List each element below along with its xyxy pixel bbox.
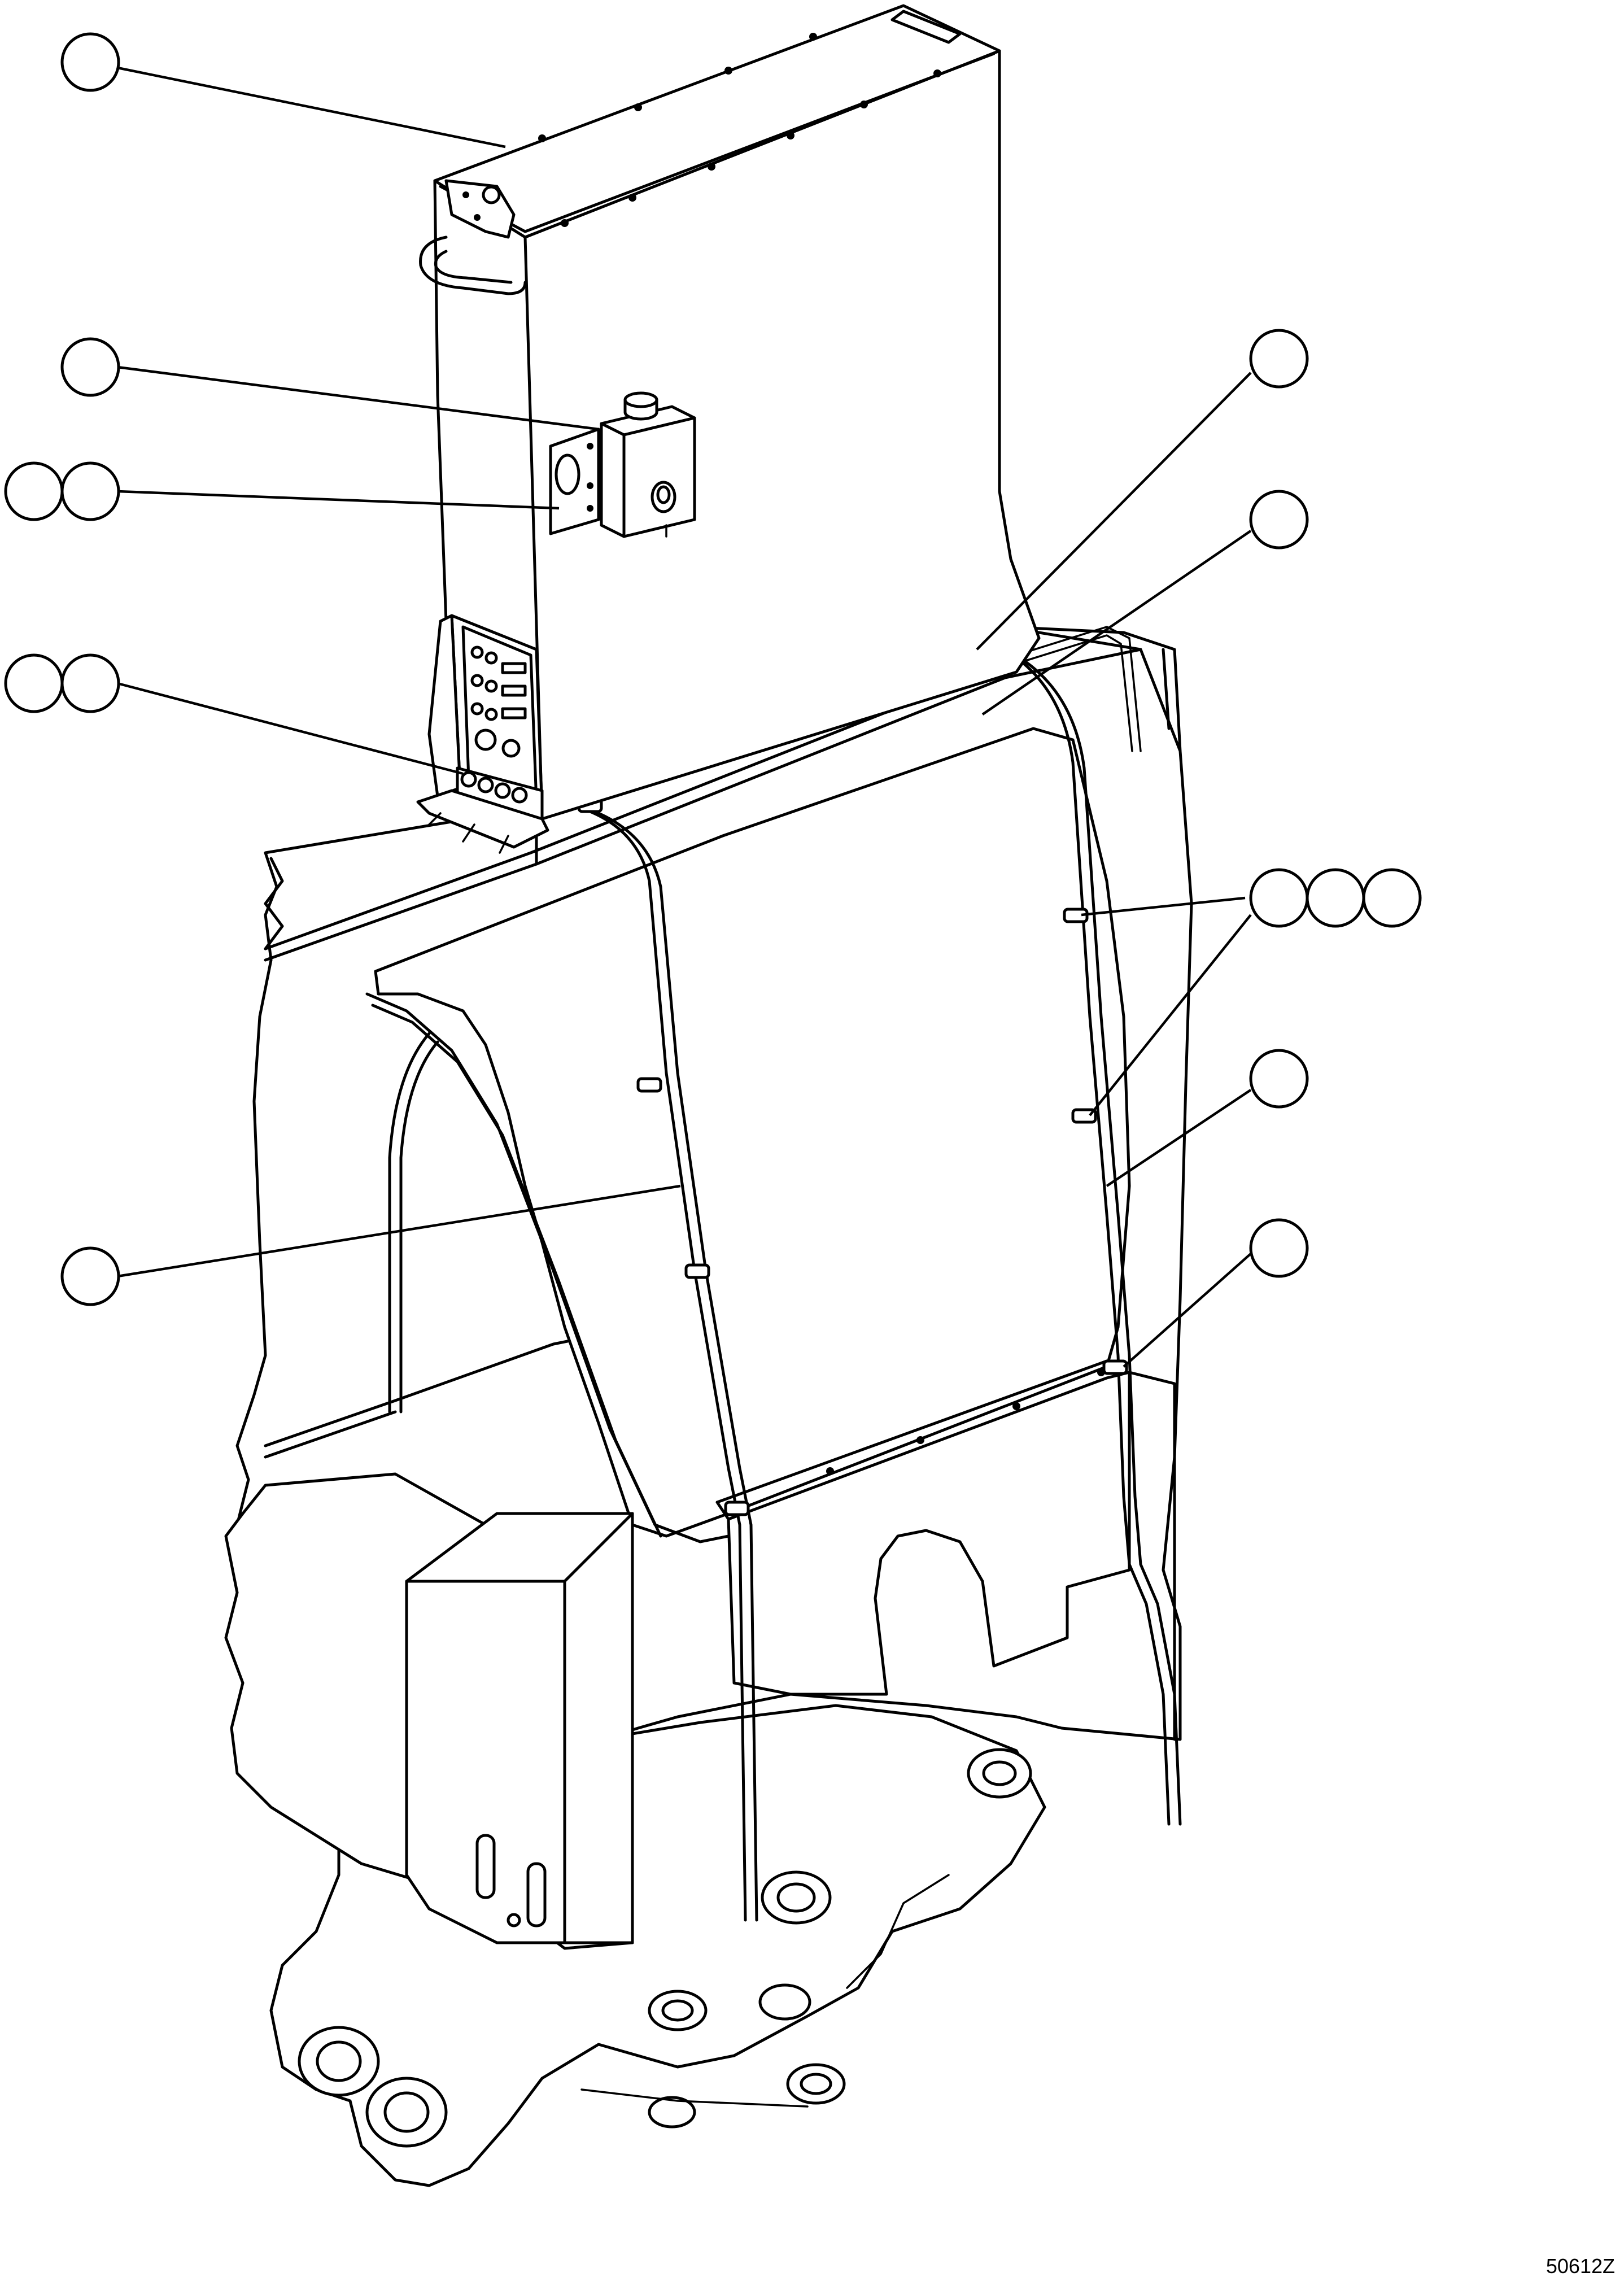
callout-right-line — [1249, 1049, 1309, 1109]
leader-lines — [117, 66, 1252, 1368]
lower-skirt — [727, 1371, 1176, 1741]
callout-top-line — [1249, 490, 1309, 549]
callout-left-line — [60, 1246, 120, 1306]
junction-box — [549, 391, 696, 538]
callout-lower-clip — [1249, 1218, 1309, 1278]
callout-junction-box — [60, 337, 120, 397]
callout-clips — [1249, 868, 1422, 928]
control-panel — [416, 614, 549, 854]
callout-junction-box-hardware — [4, 461, 120, 521]
drawing-reference-code: 50612Z — [1546, 2254, 1615, 2278]
callout-upper-box — [60, 32, 120, 92]
callout-top-clip — [1249, 329, 1309, 389]
left-housing — [224, 1472, 634, 1950]
callout-control-panel — [4, 653, 120, 713]
